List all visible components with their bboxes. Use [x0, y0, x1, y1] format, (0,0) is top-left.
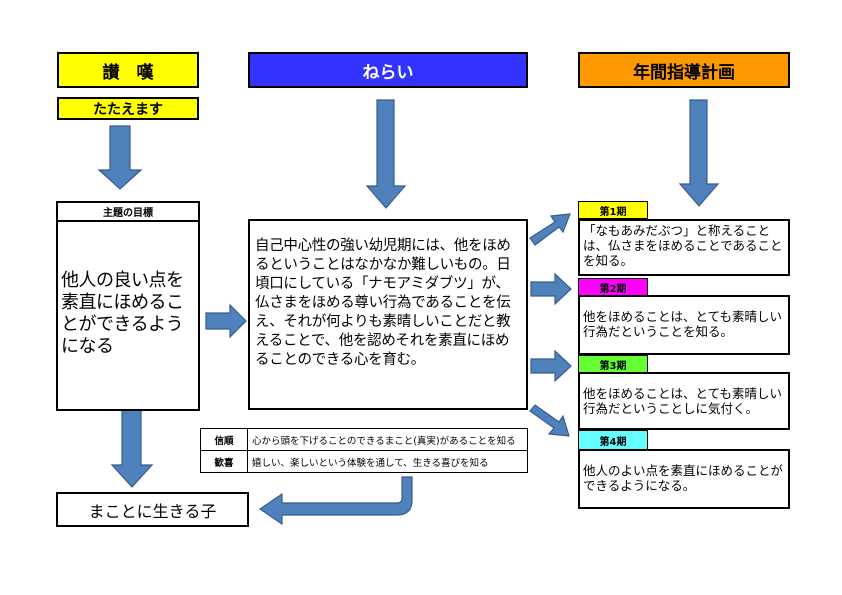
period-label-2: 第2期 [578, 278, 648, 296]
down-arrow-icon [678, 99, 720, 207]
value-text: 心から頭を下げることのできるまこと(真実)があることを知る [247, 428, 528, 451]
down-arrow-icon [365, 99, 407, 209]
table-row: 歓喜 嬉しい、楽しいという体験を通して、生きる喜びを知る [200, 450, 528, 473]
theme-goal-box: 主題の目標 他人の良い点を素直にほめることができるようになる [56, 201, 200, 411]
annual-plan-header-label: 年間指導計画 [633, 62, 735, 83]
right-arrow-icon [530, 349, 572, 383]
outcome-text: まことに生きる子 [88, 501, 217, 521]
period-label-text: 第3期 [599, 360, 627, 372]
return-arrow-icon [258, 476, 413, 526]
theme-goal-text: 他人の良い点を素直にほめることができるようになる [61, 270, 184, 357]
value-text: 嬉しい、楽しいという体験を通して、生きる喜びを知る [247, 450, 528, 473]
period-text-box-3: 他をほめることは、とても素晴しい行為だということしに気付く。 [578, 372, 790, 430]
aim-header-label: ねらい [362, 62, 414, 83]
theme-goal-title-text: 主題の目標 [103, 208, 153, 219]
values-table: 信順 心から頭を下げることのできるまこと(真実)があることを知る 歓喜 嬉しい、… [200, 428, 528, 473]
aim-header: ねらい [248, 52, 528, 88]
period-text-box-1: 「なもあみだぶつ」と称えることは、仏さまをほめることであることを知る。 [578, 219, 790, 276]
value-key: 信順 [200, 428, 248, 451]
praise-sub-header: たたえます [57, 97, 199, 120]
down-arrow-icon [110, 409, 154, 488]
period-label-1: 第1期 [578, 201, 648, 219]
period-text: 「なもあみだぶつ」と称えることは、仏さまをほめることであることを知る。 [583, 223, 783, 268]
annual-plan-header: 年間指導計画 [578, 52, 790, 88]
period-text-box-4: 他人のよい点を素直にほめることができるようになる。 [578, 449, 790, 509]
period-label-4: 第4期 [578, 430, 648, 450]
praise-header: 讃 嘆 [57, 52, 199, 88]
table-row: 信順 心から頭を下げることのできるまこと(真実)があることを知る [200, 428, 528, 451]
period-label-3: 第3期 [578, 355, 648, 373]
right-arrow-icon [530, 272, 572, 306]
outcome-box: まことに生きる子 [56, 492, 249, 527]
aim-text: 自己中心性の強い幼児期には、他をほめるということはなかなか難しいもの。日頃口にし… [255, 238, 511, 368]
praise-header-label: 讃 嘆 [102, 62, 154, 83]
praise-sub-label: たたえます [93, 101, 163, 118]
value-key: 歓喜 [200, 450, 248, 473]
period-text: 他をほめることは、とても素晴しい行為だということしに気付く。 [583, 386, 783, 416]
down-arrow-icon [97, 125, 143, 190]
right-arrow-icon [205, 303, 247, 339]
aim-text-box: 自己中心性の強い幼児期には、他をほめるということはなかなか難しいもの。日頃口にし… [248, 219, 528, 410]
period-text: 他人のよい点を素直にほめることができるようになる。 [583, 463, 784, 493]
period-label-text: 第1期 [599, 206, 627, 218]
diagonal-arrow-icon [529, 213, 571, 246]
period-label-text: 第2期 [599, 283, 627, 295]
diagonal-arrow-icon [529, 404, 570, 437]
theme-goal-title: 主題の目標 [58, 203, 198, 222]
period-text-box-2: 他をほめることは、とても素晴しい行為だということを知る。 [578, 295, 790, 355]
period-text: 他をほめることは、とても素晴しい行為だということを知る。 [583, 309, 783, 339]
period-label-text: 第4期 [599, 436, 627, 448]
